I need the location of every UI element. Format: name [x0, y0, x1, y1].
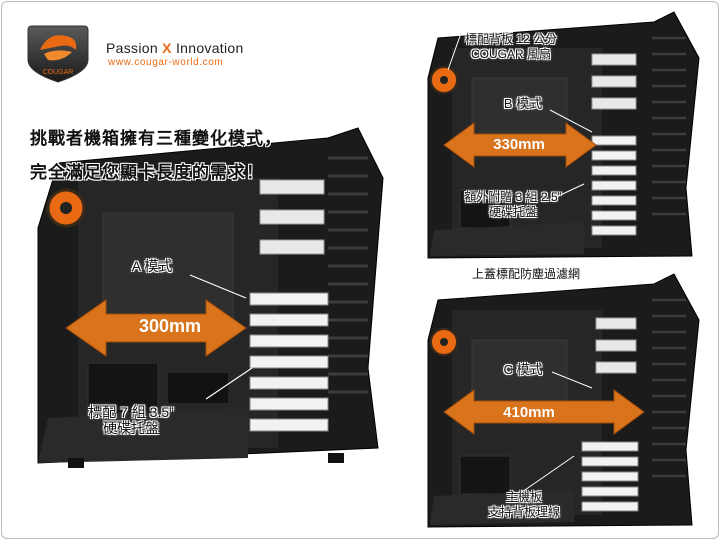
mode-c-top-note: 上蓋標配防塵過濾網 [471, 267, 580, 281]
case-mode-c-illustration [427, 273, 700, 528]
headline-line1: 挑戰者機箱擁有三種變化模式， [30, 129, 282, 148]
mode-a-length: 300mm [138, 316, 202, 336]
case-mode-a-illustration [37, 127, 384, 468]
svg-text:COUGAR: COUGAR [43, 69, 74, 76]
mode-c-label: C 模式 [503, 362, 543, 377]
mode-b-top-note: 標配背板 12 公分 COUGAR 風扇 [446, 32, 576, 62]
mode-a-note: 標配 7 組 3.5” 硬碟托盤 [66, 404, 196, 436]
headline-line2: 完全滿足您顯卡長度的需求！ [30, 163, 264, 182]
mode-c-note-line1: 主機板 [505, 490, 542, 504]
mode-a-label: A 模式 [131, 258, 173, 274]
mode-c-note: 主機板 支持背板理線 [464, 490, 584, 520]
brand-name: Passion X Innovation [106, 40, 244, 56]
mode-b-label: B 模式 [503, 96, 543, 111]
mode-a-note-line1: 標配 7 組 3.5” [88, 404, 174, 420]
mode-b-note-line1: 額外附贈 3 組 2.5” [464, 190, 562, 204]
mode-b-top-line2: COUGAR 風扇 [470, 47, 551, 61]
mode-c-length: 410mm [503, 404, 555, 421]
mode-b-note-line2: 硬碟托盤 [488, 205, 537, 219]
mode-b-top-line1: 標配背板 12 公分 [464, 32, 558, 46]
mode-c-note-line2: 支持背板理線 [487, 505, 560, 519]
mode-b-length: 330mm [493, 136, 545, 153]
cougar-logo: COUGAR [27, 25, 89, 83]
mode-b-note: 額外附贈 3 組 2.5” 硬碟托盤 [438, 190, 588, 220]
case-mode-b-illustration [427, 11, 700, 259]
brand-website: www.cougar-world.com [108, 57, 224, 68]
mode-a-note-line2: 硬碟托盤 [103, 420, 159, 436]
